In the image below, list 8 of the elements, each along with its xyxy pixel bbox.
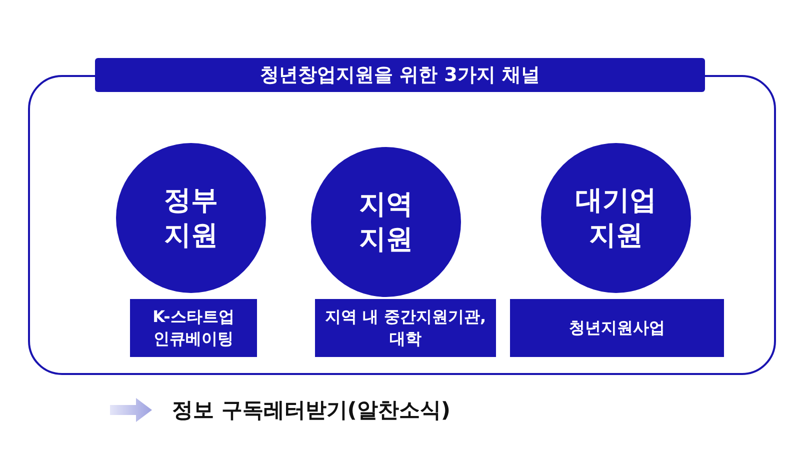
subscription-note: 정보 구독레터받기(알찬소식) [172,397,451,424]
description-box: 청년지원사업 [510,299,724,357]
description-box: 지역 내 중간지원기관, 대학 [315,299,496,357]
category-circle: 지역 지원 [311,147,461,297]
title-banner: 청년창업지원을 위한 3가지 채널 [95,58,705,92]
category-circle: 대기업 지원 [541,143,691,293]
category-circle: 정부 지원 [116,143,266,293]
description-box: K-스타트업 인큐베이팅 [130,299,257,357]
